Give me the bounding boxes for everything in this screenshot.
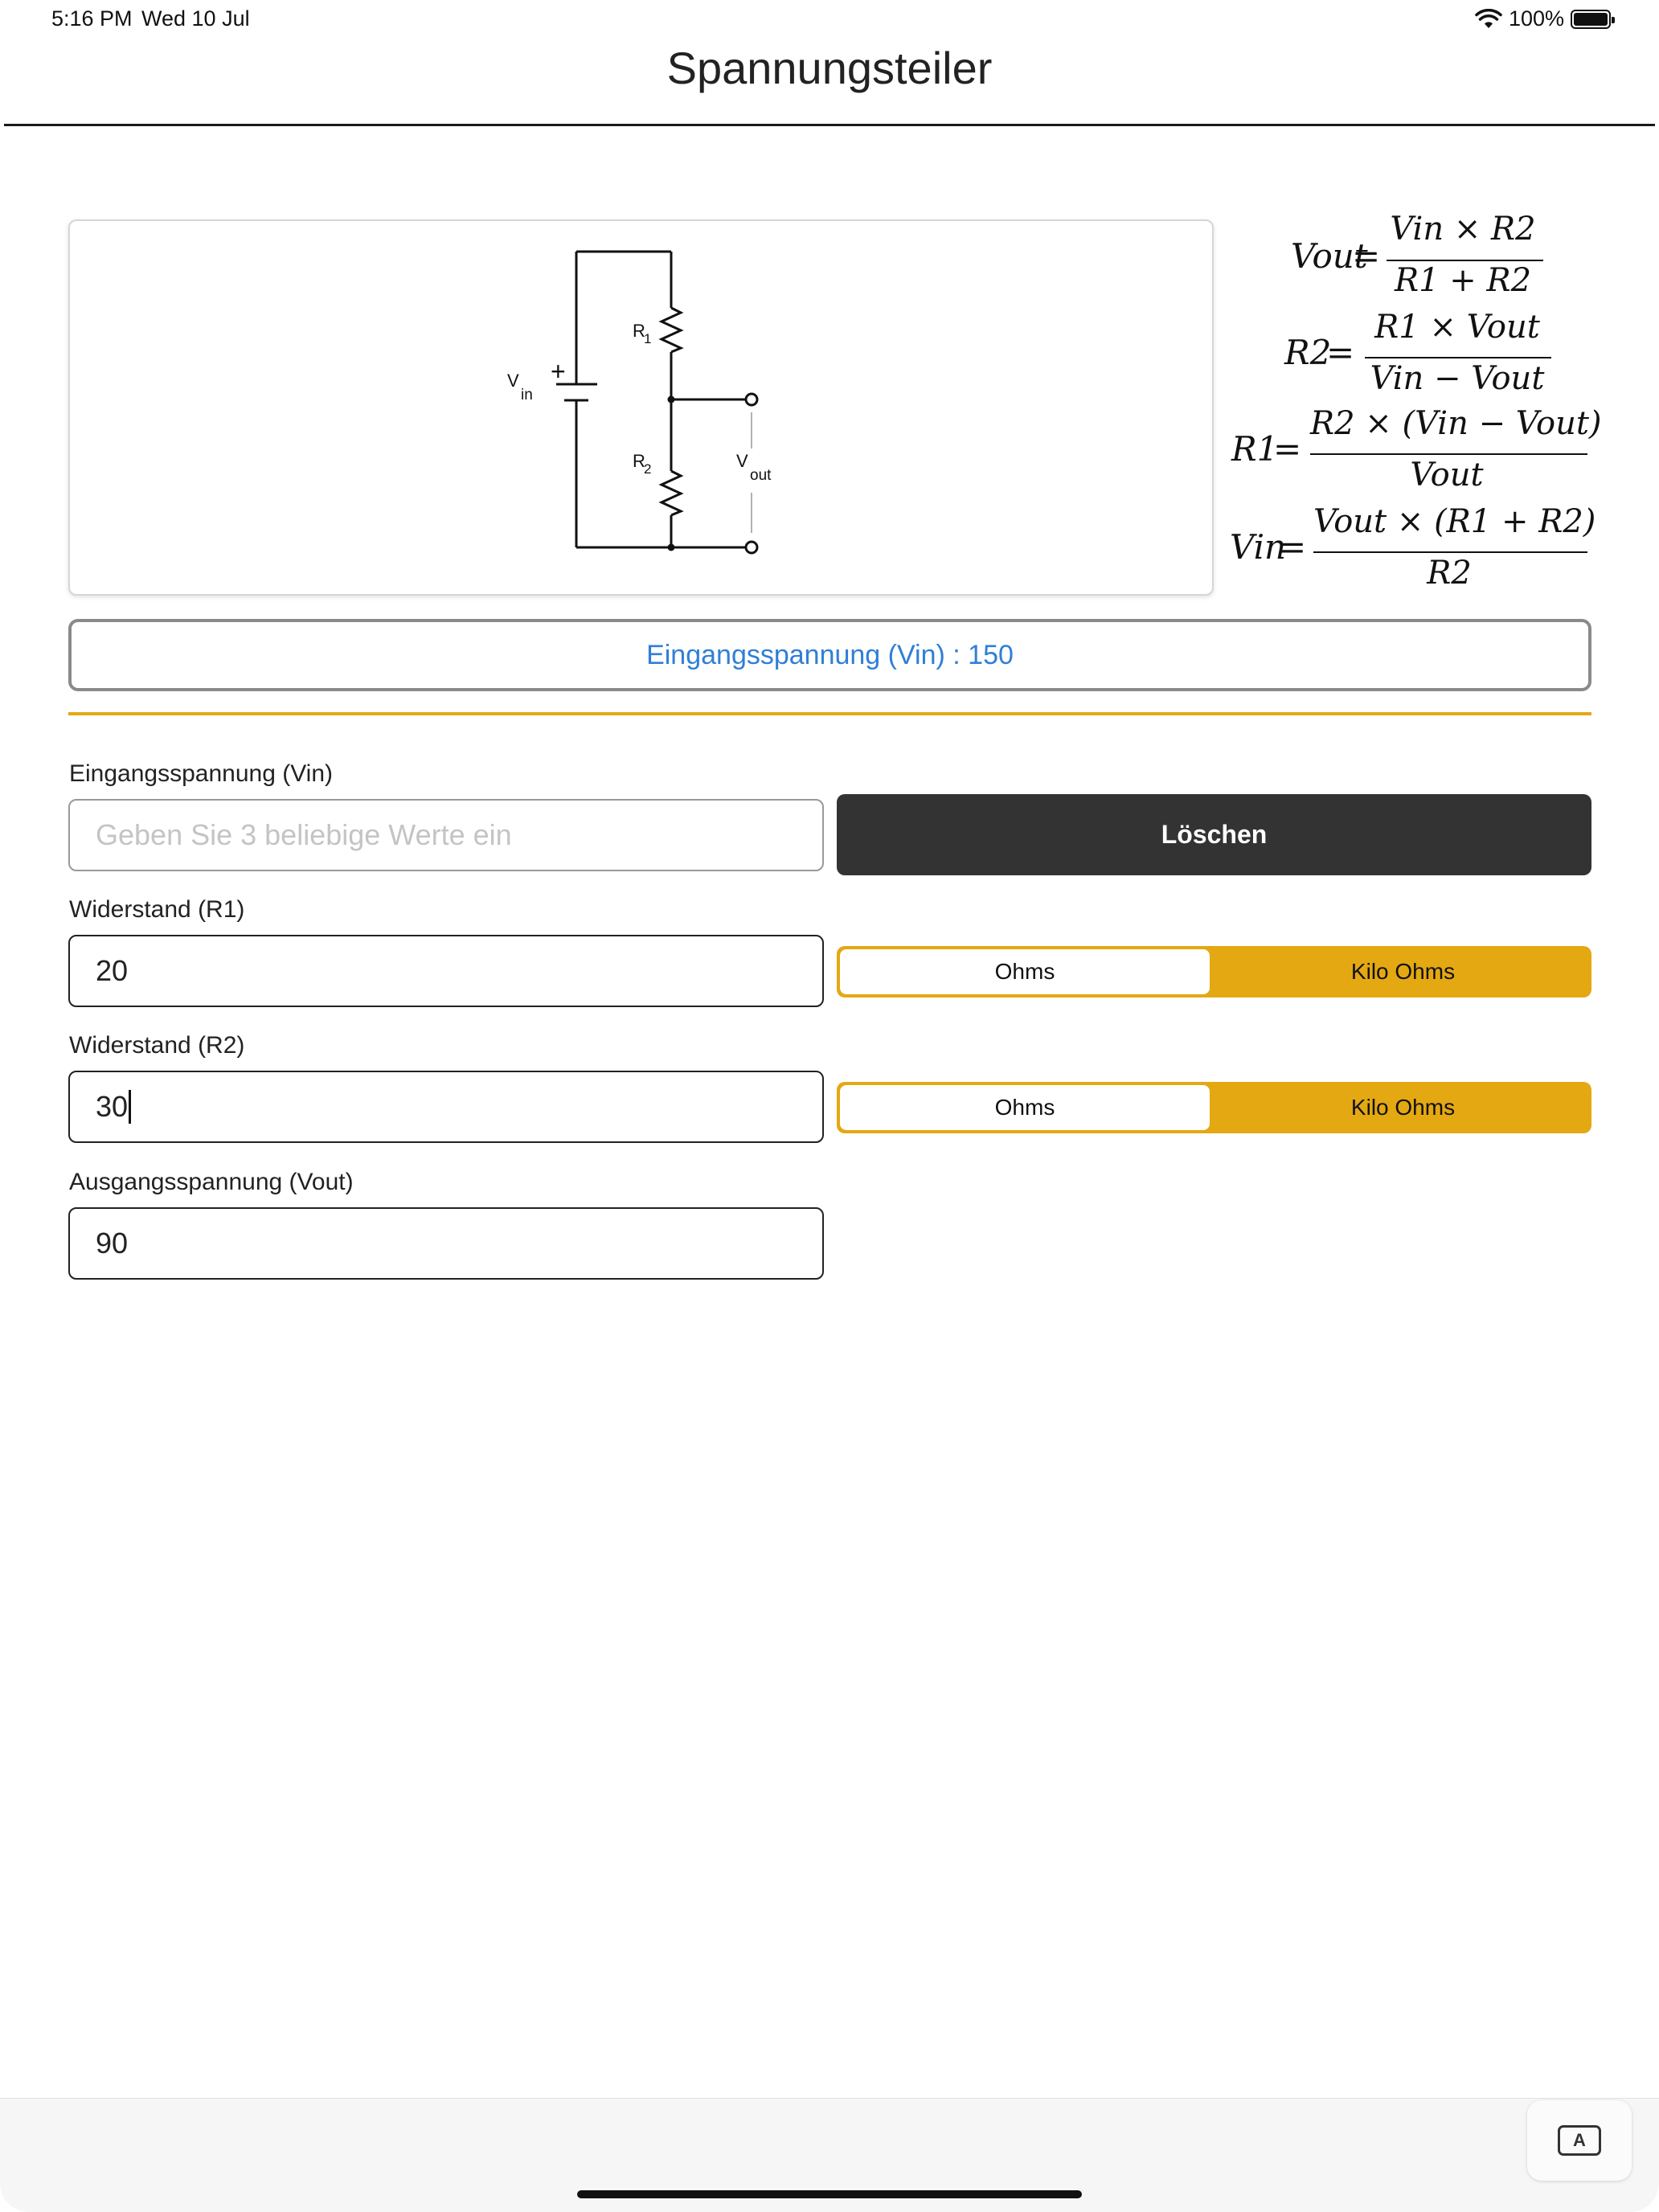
vin-field-label: Eingangsspannung (Vin)	[69, 760, 334, 787]
formula-r2: R2 = R1 × Vout Vin − Vout	[1222, 309, 1624, 397]
keyboard-toggle-button[interactable]: A	[1527, 2100, 1632, 2181]
vout-input-value: 90	[96, 1227, 129, 1260]
formula-r1-numerator: R2 × (Vin − Vout)	[1310, 405, 1602, 442]
formula-vin-equals: =	[1278, 527, 1307, 567]
formula-r1-lhs: R1	[1231, 429, 1279, 469]
battery-icon	[1571, 9, 1615, 29]
r1-input-value: 20	[96, 954, 129, 987]
status-indicators: 100%	[1475, 6, 1615, 31]
r2-unit-selector[interactable]: Ohms Kilo Ohms	[837, 1082, 1591, 1133]
r1-label: R	[633, 321, 645, 341]
battery-percent: 100%	[1508, 6, 1564, 31]
vout-field-label: Ausgangsspannung (Vout)	[69, 1169, 354, 1195]
formula-panel: Vout = Vin × R2 R1 + R2 R2 = R1 × Vout V…	[1222, 211, 1624, 604]
status-date: Wed 10 Jul	[141, 6, 250, 31]
formula-vout-denominator: R1 + R2	[1394, 262, 1532, 299]
formula-vout: Vout = Vin × R2 R1 + R2	[1222, 211, 1624, 299]
formula-r1: R1 = R2 × (Vin − Vout) Vout	[1222, 405, 1624, 494]
status-time: 5:16 PM	[51, 6, 133, 31]
formula-r1-denominator: Vout	[1410, 457, 1484, 494]
r2-input[interactable]: 30	[68, 1071, 824, 1143]
r2-subscript: 2	[644, 461, 651, 477]
r2-field-label: Widerstand (R2)	[69, 1032, 245, 1059]
text-cursor	[129, 1090, 132, 1124]
r1-input[interactable]: 20	[68, 935, 824, 1007]
clear-button[interactable]: Löschen	[837, 794, 1591, 875]
formula-r2-lhs: R2	[1284, 333, 1332, 372]
formula-vin-lhs: Vin	[1230, 527, 1287, 567]
formula-r1-equals: =	[1273, 429, 1302, 469]
vin-input[interactable]: Geben Sie 3 beliebige Werte ein	[68, 799, 824, 871]
wifi-icon	[1475, 8, 1502, 28]
nav-divider	[4, 124, 1655, 126]
status-bar: 5:16 PM Wed 10 Jul 100%	[0, 0, 1659, 40]
battery-plus-sign: +	[551, 357, 566, 386]
r1-unit-kilo-ohms[interactable]: Kilo Ohms	[1350, 959, 1456, 984]
vin-label: V	[507, 371, 519, 391]
circuit-diagram-card: R 1 R 2 V in + V out	[68, 219, 1214, 596]
vin-subscript: in	[521, 387, 533, 403]
r1-unit-selector[interactable]: Ohms Kilo Ohms	[837, 946, 1591, 997]
home-indicator[interactable]	[577, 2190, 1082, 2198]
formula-vin: Vin = Vout × (R1 + R2) R2	[1222, 503, 1624, 592]
formula-r2-fraction-bar	[1365, 357, 1551, 358]
vout-subscript: out	[750, 467, 772, 484]
result-button[interactable]: Eingangsspannung (Vin) : 150	[68, 619, 1591, 691]
formula-vout-fraction-bar	[1387, 260, 1543, 261]
r2-unit-ohms[interactable]: Ohms	[840, 1085, 1210, 1130]
r1-field-label: Widerstand (R1)	[69, 896, 245, 923]
formula-r1-fraction-bar	[1310, 453, 1587, 455]
formula-r2-numerator: R1 × Vout	[1374, 309, 1540, 346]
page-title: Spannungsteiler	[666, 43, 993, 93]
formula-vin-numerator: Vout × (R1 + R2)	[1313, 503, 1596, 540]
accent-divider	[68, 712, 1591, 715]
formula-vout-lhs: Vout	[1291, 236, 1368, 276]
r2-input-value: 30	[96, 1090, 129, 1123]
r1-subscript: 1	[644, 331, 651, 346]
formula-vin-fraction-bar	[1313, 551, 1587, 553]
formula-r2-equals: =	[1326, 333, 1355, 372]
formula-vin-denominator: R2	[1427, 555, 1472, 592]
vout-label: V	[736, 451, 748, 471]
formula-r2-denominator: Vin − Vout	[1370, 360, 1545, 397]
r2-label: R	[633, 451, 645, 471]
voltage-divider-schematic: R 1 R 2 V in + V out	[507, 250, 772, 555]
vout-input[interactable]: 90	[68, 1207, 824, 1280]
formula-vout-numerator: Vin × R2	[1390, 211, 1536, 248]
r1-unit-ohms[interactable]: Ohms	[840, 949, 1210, 994]
r2-unit-kilo-ohms[interactable]: Kilo Ohms	[1350, 1095, 1456, 1120]
keyboard-icon: A	[1558, 2125, 1601, 2156]
formula-vout-equals: =	[1352, 236, 1381, 276]
